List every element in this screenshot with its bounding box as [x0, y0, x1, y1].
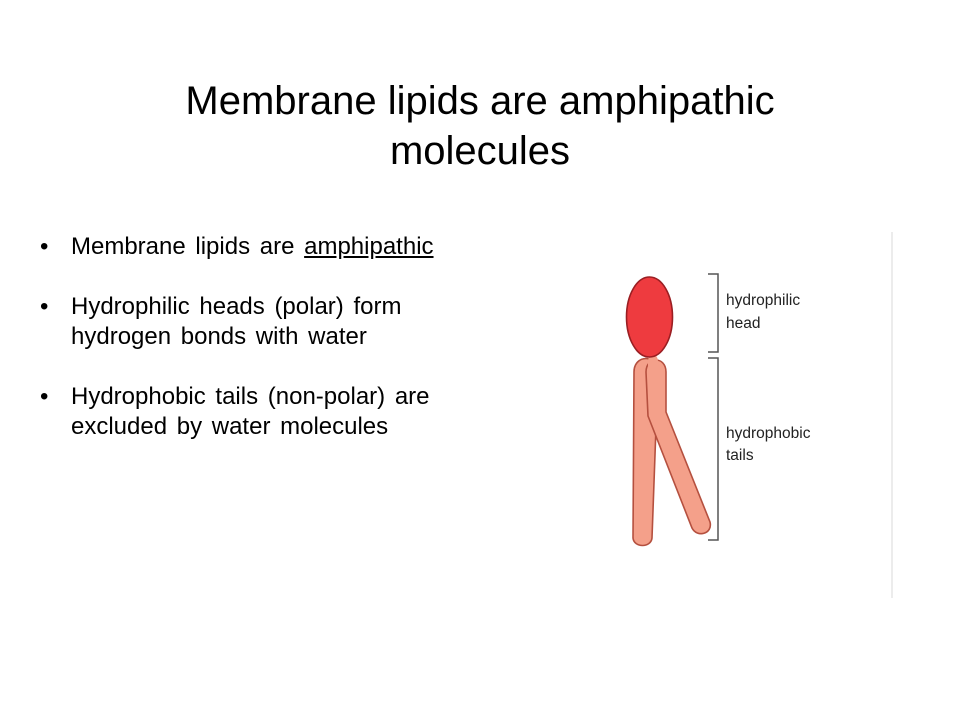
bullet-item-hydrophobic: • Hydrophobic tails (non-polar) are excl…	[40, 382, 510, 442]
tail-bracket	[708, 357, 719, 541]
bullet-item-hydrophilic: • Hydrophilic heads (polar) form hydroge…	[40, 292, 510, 352]
hydrophilic-label: hydrophilic	[726, 292, 800, 309]
bullet-item-amphipathic: • Membrane lipids are amphipathic	[40, 232, 510, 262]
bullet-emphasis: amphipathic	[304, 233, 434, 260]
head-bracket	[708, 273, 719, 353]
lipid-diagram: hydrophilic head hydrophobic tails	[625, 232, 893, 598]
slide-title: Membrane lipids are amphipathic molecule…	[185, 79, 775, 173]
bullet-dot-icon: •	[40, 293, 49, 320]
bullet-text: Membrane lipids are	[71, 233, 305, 260]
lipid-head	[625, 276, 674, 358]
head-label: head	[726, 315, 760, 332]
bullet-text: Hydrophilic heads (polar) form hydrogen …	[71, 293, 402, 350]
bullet-list: • Membrane lipids are amphipathic • Hydr…	[40, 232, 510, 472]
bullet-dot-icon: •	[40, 383, 49, 410]
hydrophobic-label: hydrophobic	[726, 425, 811, 442]
lipid-tail-junction	[648, 354, 658, 388]
bullet-dot-icon: •	[40, 233, 49, 260]
tails-label: tails	[726, 447, 754, 464]
bullet-text: Hydrophobic tails (non-polar) are exclud…	[71, 383, 430, 440]
